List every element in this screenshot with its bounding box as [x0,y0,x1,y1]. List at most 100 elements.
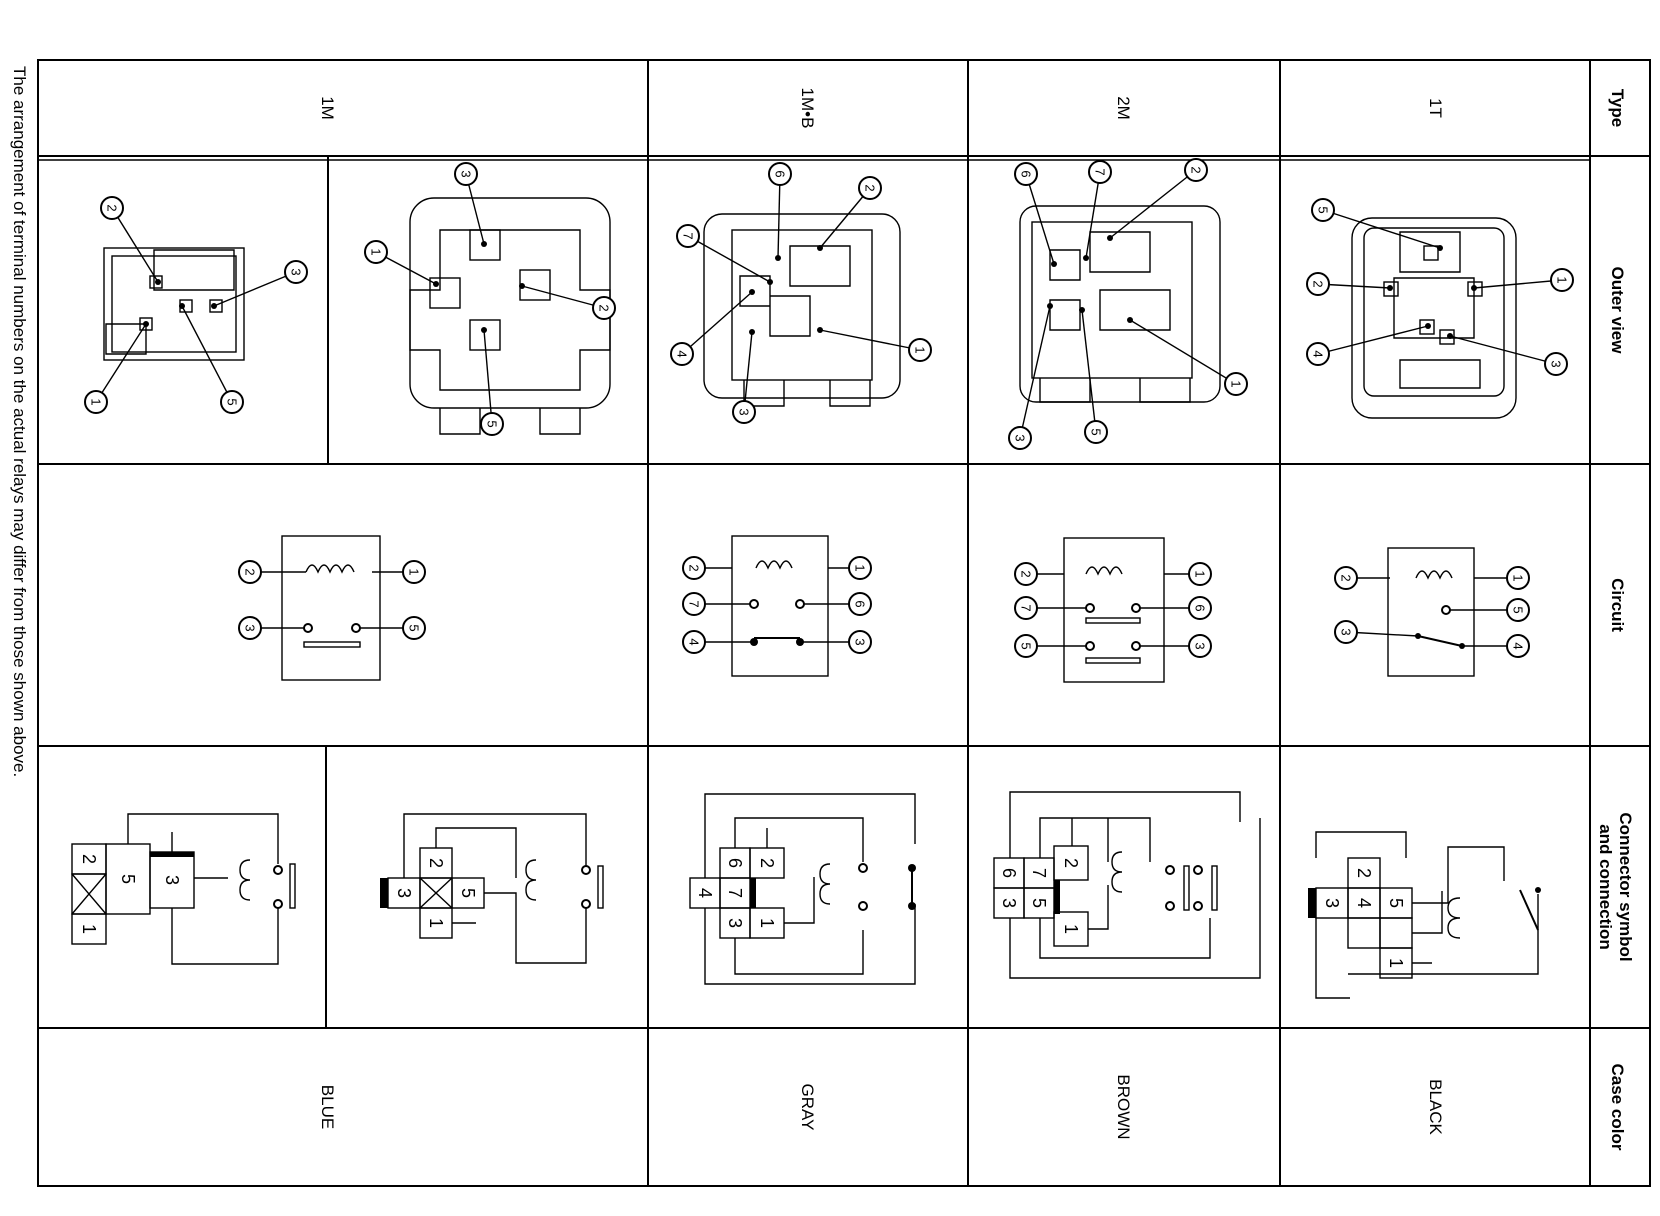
conn-1mb2-3: 3 [162,875,182,885]
circuit-1t-t3: 5 [1506,598,1530,622]
conn-2m-6: 6 [999,868,1019,878]
conn-1t-4: 4 [1354,898,1374,908]
circuit-1m-t0-label: 2 [243,568,258,575]
outer-view-1t [1351,217,1517,419]
callout-1ma-5-label: 5 [485,420,500,427]
callout-2m-3: 3 [1008,303,1053,450]
callout-1mb-6-label: 6 [773,170,788,177]
conn-2m-5: 5 [1029,898,1049,908]
header-connector-line1: Connector symbol [1616,812,1635,961]
circuit-1t-t1: 3 [1334,620,1358,644]
circuit-2m [1024,537,1202,683]
callout-1ma-5: 5 [480,327,504,436]
circuit-1m-t3-label: 5 [407,624,422,631]
circuit-1mb-t4: 6 [848,592,872,616]
callout-2m-7-label: 7 [1093,168,1108,175]
outer-view-1m-a [409,197,611,435]
connector-1mb [689,793,916,985]
type-1m: 1M [318,96,337,120]
circuit-2m-t3-label: 1 [1193,570,1208,577]
callout-1mb-6: 6 [768,162,792,261]
callout-1mb2-5-label: 5 [225,398,240,405]
callout-1mb-1: 1 [817,327,932,362]
case-color-brown: BROWN [1114,1074,1133,1139]
case-color-black: BLACK [1426,1079,1445,1135]
case-color-labels: BLACK BROWN GRAY BLUE [318,1074,1445,1139]
connector-1t [1308,831,1541,999]
circuit-1m-t2-label: 1 [407,568,422,575]
callout-1mb-4: 4 [670,289,755,366]
circuit-1m-t2: 1 [402,560,426,584]
conn-1mb-4: 4 [695,888,715,898]
circuit-1m-t1-label: 3 [243,624,258,631]
callout-2m-7: 7 [1083,160,1112,261]
conn-1mb2-2: 2 [79,854,99,864]
circuit-1mb-t3-label: 1 [853,564,868,571]
header-outer-view: Outer view [1608,267,1627,355]
circuit-1m [250,535,412,681]
circuit-2m-t1-label: 7 [1019,604,1034,611]
conn-1mb2-5: 5 [118,874,138,884]
conn-1mb-1: 1 [757,918,777,928]
callout-1ma-1: 1 [364,240,439,287]
circuit-2m-t0: 2 [1014,562,1038,586]
type-2m: 2M [1114,96,1133,120]
callout-1mb2-1: 1 [84,321,149,414]
circuit-1t-t0-label: 2 [1339,574,1354,581]
conn-1ma-2: 2 [426,858,446,868]
circuit-2m-t2-label: 5 [1019,642,1034,649]
type-1t: 1T [1426,98,1445,118]
conn-2m-2: 2 [1061,858,1081,868]
circuit-2m-t4-label: 6 [1193,604,1208,611]
circuit-1mb [696,535,858,677]
callout-1mb-2: 2 [817,176,882,251]
conn-1t-1: 1 [1386,958,1406,968]
callout-1t-4-label: 4 [1311,350,1326,357]
conn-1ma-3: 3 [394,888,414,898]
outer-view-2m [1019,205,1221,403]
circuit-1t-t4-label: 4 [1511,642,1526,649]
connector-2m [993,791,1261,979]
callout-1t-2: 2 [1306,272,1393,296]
callout-1t-3-label: 3 [1549,360,1564,367]
callout-1t-1-label: 1 [1555,276,1570,283]
callout-1mb2-1-label: 1 [89,398,104,405]
relay-table-grid [37,59,1651,1187]
circuit-1mb-t0-label: 2 [687,564,702,571]
callout-1mb-2-label: 2 [863,184,878,191]
circuit-1t-t2: 1 [1506,566,1530,590]
outer-view-1m-b [103,247,245,361]
circuit-1mb-t2: 4 [682,630,706,654]
circuit-2m-t3: 1 [1188,562,1212,586]
callout-2m-3-label: 3 [1013,434,1028,441]
circuit-2m-t1: 7 [1014,596,1038,620]
circuit-1t-t0: 2 [1334,566,1358,590]
conn-1mb2-1: 1 [79,924,99,934]
callout-1t-4: 4 [1306,323,1431,366]
callout-1t-2-label: 2 [1311,280,1326,287]
callout-1mb-4-label: 4 [675,350,690,357]
callout-2m-1-label: 1 [1229,380,1244,387]
connector-1m-b [71,813,296,965]
callout-1mb2-5: 5 [179,303,244,414]
callout-1t-5-label: 5 [1316,206,1331,213]
callout-1t-3: 3 [1447,333,1568,376]
circuit-1mb-t5-label: 3 [853,638,868,645]
case-color-gray: GRAY [798,1084,817,1131]
callout-1t-5: 5 [1311,198,1443,251]
header-connector-line2: and connection [1596,824,1615,950]
callout-1mb2-2: 2 [100,196,161,285]
circuit-1mb-t1-label: 7 [687,600,702,607]
circuit-1mb-t5: 3 [848,630,872,654]
conn-1t-2: 2 [1354,868,1374,878]
callout-2m-5-label: 5 [1089,428,1104,435]
callout-1ma-3: 3 [454,162,487,247]
circuit-2m-t4: 6 [1188,596,1212,620]
circuit-1mb-t2-label: 4 [687,638,702,645]
callout-1ma-2-label: 2 [597,304,612,311]
callout-1mb2-2-label: 2 [105,204,120,211]
callout-1mb-1-label: 1 [913,346,928,353]
type-labels: 1T 2M 1M•B 1M [318,88,1445,129]
